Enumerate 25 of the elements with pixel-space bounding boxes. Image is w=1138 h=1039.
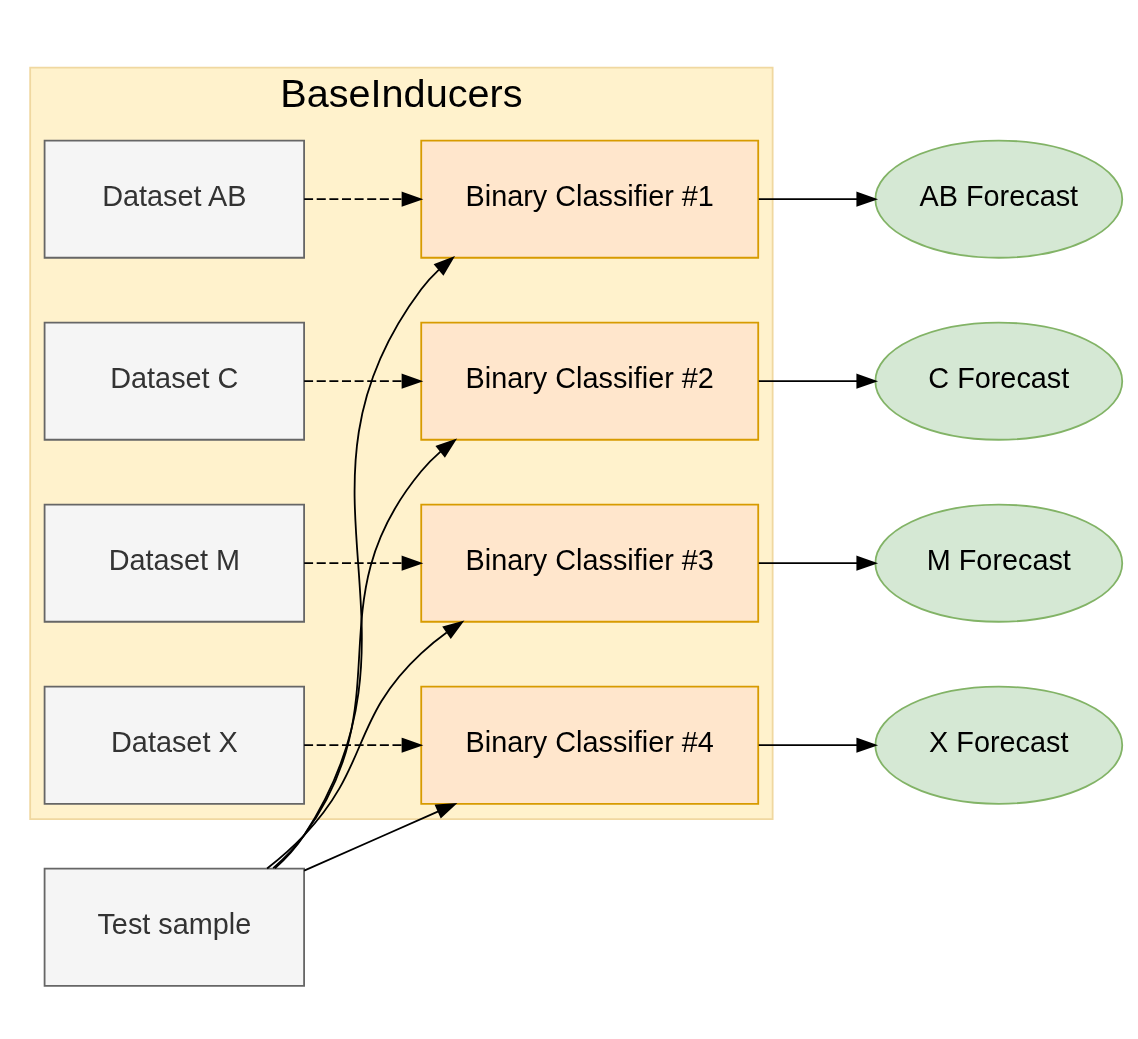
node-box: Binary Classifier #4 xyxy=(420,685,760,805)
node-box: Dataset M xyxy=(43,503,305,623)
arrow xyxy=(274,256,456,870)
node-ellipse: AB Forecast xyxy=(874,139,1124,259)
arrow xyxy=(266,620,465,870)
arrow xyxy=(303,802,458,872)
node-ellipse: C Forecast xyxy=(874,321,1124,441)
node-box: Dataset C xyxy=(43,321,305,441)
arrow xyxy=(757,191,879,207)
node-ellipse: M Forecast xyxy=(874,503,1124,623)
node-box: Binary Classifier #3 xyxy=(420,503,760,623)
arrow xyxy=(757,373,879,389)
node-box: Binary Classifier #1 xyxy=(420,139,760,259)
arrow xyxy=(303,555,424,571)
arrow xyxy=(757,737,879,753)
arrow xyxy=(272,438,458,870)
node-box: Binary Classifier #2 xyxy=(420,321,760,441)
node-box: Dataset X xyxy=(43,685,305,805)
arrow xyxy=(757,555,879,571)
node-box: Test sample xyxy=(43,867,305,987)
node-box: Dataset AB xyxy=(43,139,305,259)
arrow xyxy=(303,373,424,389)
node-ellipse: X Forecast xyxy=(874,685,1124,805)
arrow xyxy=(303,737,424,753)
arrow xyxy=(303,191,424,207)
